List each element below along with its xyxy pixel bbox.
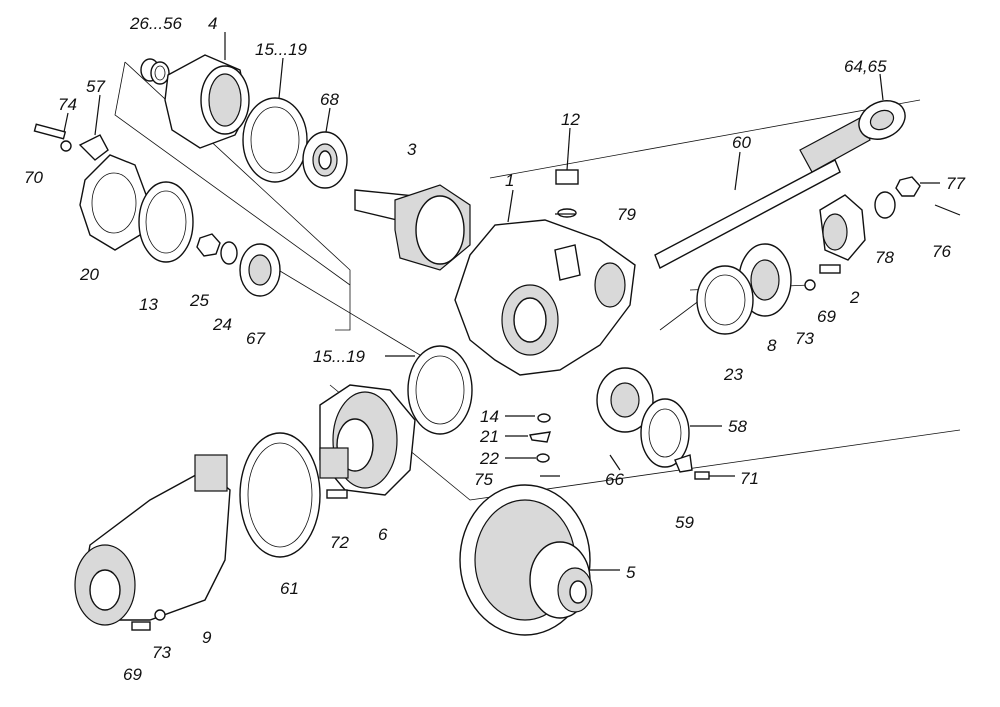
callout-label: 69 xyxy=(123,665,142,684)
callout-label: 58 xyxy=(728,417,747,436)
callout-label: 9 xyxy=(202,628,212,647)
callout-label: 6 xyxy=(378,525,388,544)
callout-label: 23 xyxy=(723,365,743,384)
callout-label: 79 xyxy=(617,205,636,224)
gasket-part xyxy=(239,432,348,558)
axle-housing-part xyxy=(454,219,636,376)
callout-label: 64,65 xyxy=(844,57,887,76)
callout-label: 2 xyxy=(849,288,860,307)
callout-label: 61 xyxy=(280,579,299,598)
nut-part xyxy=(196,233,281,297)
callout-label: 22 xyxy=(479,449,499,468)
drain-plug-part xyxy=(555,169,579,218)
shim-rings-part xyxy=(140,58,170,85)
callout-label: 21 xyxy=(479,427,499,446)
callout-label: 73 xyxy=(795,329,814,348)
callout-label: 76 xyxy=(932,242,951,261)
callout-label: 68 xyxy=(320,90,339,109)
callout-label: 15...19 xyxy=(255,40,308,59)
callout-label: 15...19 xyxy=(313,347,366,366)
lock-plate-part xyxy=(33,123,109,161)
callout-label: 3 xyxy=(407,140,417,159)
gasket-part xyxy=(407,345,473,435)
leader-lines xyxy=(63,32,940,571)
callout-label: 20 xyxy=(79,265,99,284)
callout-label: 73 xyxy=(152,643,171,662)
bearing-part xyxy=(596,367,710,480)
callout-label: 5 xyxy=(626,563,636,582)
callout-label: 70 xyxy=(24,168,43,187)
callout-label: 57 xyxy=(86,77,105,96)
callout-label: 67 xyxy=(246,329,265,348)
drive-pinion-part xyxy=(354,184,471,271)
callout-label: 71 xyxy=(740,469,759,488)
callout-label: 78 xyxy=(875,248,894,267)
callout-label: 1 xyxy=(505,171,514,190)
transfer-housing-part xyxy=(74,454,231,626)
callout-label: 66 xyxy=(605,470,624,489)
callout-label: 25 xyxy=(189,291,209,310)
gasket-part xyxy=(242,97,308,183)
bearing-part xyxy=(858,100,906,140)
callout-label: 69 xyxy=(817,307,836,326)
callout-label: 59 xyxy=(675,513,694,532)
small-fasteners-part xyxy=(529,413,560,477)
callout-label: 60 xyxy=(732,133,751,152)
callout-label: 74 xyxy=(58,95,77,114)
callout-label: 4 xyxy=(208,14,217,33)
pinion-cage-part xyxy=(319,384,416,496)
callout-label: 75 xyxy=(474,470,493,489)
callout-label: 77 xyxy=(946,174,965,193)
cover-part xyxy=(79,154,149,251)
bearing-cap-part xyxy=(696,243,792,335)
bolt-part xyxy=(131,609,166,631)
callout-label: 14 xyxy=(480,407,499,426)
gasket-part xyxy=(138,181,194,263)
differential-part xyxy=(459,484,593,636)
callout-label: 72 xyxy=(330,533,349,552)
callout-label: 13 xyxy=(139,295,158,314)
bearing-part xyxy=(302,131,348,189)
flange-part xyxy=(819,176,961,261)
axle-shaft-part xyxy=(654,117,871,269)
bearing-housing-part xyxy=(164,54,250,149)
bolt-part xyxy=(804,264,841,291)
callout-label: 24 xyxy=(212,315,232,334)
callout-labels: 26...56 4 15...19 68 57 74 70 20 13 25 2… xyxy=(24,14,965,684)
callout-label: 26...56 xyxy=(129,14,183,33)
callout-label: 12 xyxy=(561,110,580,129)
callout-label: 8 xyxy=(767,336,777,355)
